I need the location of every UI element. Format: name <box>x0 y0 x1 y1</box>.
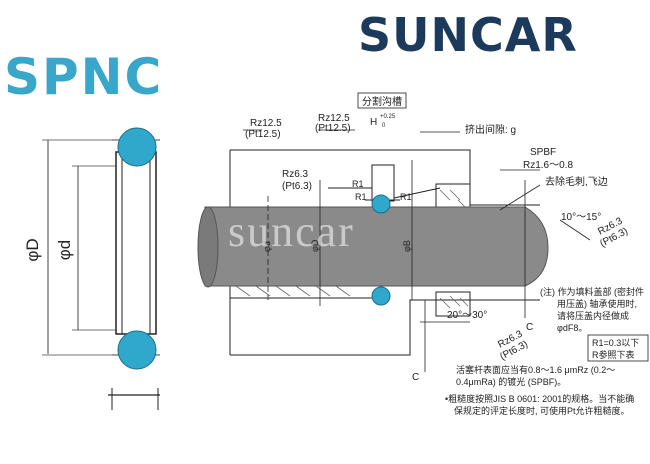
groove-title-box <box>357 92 407 109</box>
dim-outer-label: φD <box>23 238 42 261</box>
watermark: suncar <box>228 207 355 256</box>
seal-body <box>115 151 157 335</box>
r1-label-b: R1 <box>355 192 367 202</box>
dim-B-rod: φB <box>402 240 412 252</box>
angle-bottom: 20°～30° <box>447 310 487 321</box>
spbf-label: SPBF <box>530 147 556 158</box>
rz-top-1: Rz12.5 <box>250 118 282 129</box>
dim-c-2: C <box>412 372 419 383</box>
rz-spbf: Rz1.6～0.8 <box>523 160 573 171</box>
o-ring-top <box>117 127 157 167</box>
note-line-d: φdF8。 <box>557 323 587 333</box>
dim-D-rod: φD <box>310 239 320 252</box>
r-note-1: R1=0.3以下 <box>592 338 639 348</box>
h-tol-lower: 0 <box>382 123 386 129</box>
pt-top-2: (Pt12.5) <box>315 123 351 134</box>
dim-d-rod: φd <box>262 241 272 252</box>
bottom-note-3: •粗糙度按照JIS B 0601: 2001的规格。当不能确 <box>445 393 634 404</box>
r1-label-c: R1 <box>400 192 412 202</box>
brand-name: SUNCAR <box>358 8 578 62</box>
left-section-drawing: φD φd <box>23 127 160 410</box>
rz-mid: Rz6.3 <box>282 169 309 180</box>
pt-top-1: (Pt12.5) <box>245 129 281 140</box>
piston-rod <box>204 206 549 287</box>
note-line-c: 请将压盖内径做成 <box>557 310 629 321</box>
note-line-a: (注) 作为填料盖部 (密封件 <box>540 286 644 297</box>
brand-logo: SUNCAR <box>358 12 578 58</box>
bottom-note-1: 活塞杆表面应当有0.8～1.6 μmRz (0.2～ <box>456 364 615 375</box>
r-note-2: R参照下表 <box>592 349 635 360</box>
extrusion-gap-label: 挤出间隙: g <box>465 123 516 136</box>
bottom-note-4: 保规定的评定长度时, 可使用Pt允许粗糙度。 <box>454 405 630 416</box>
o-ring-lower <box>371 286 391 306</box>
groove-title: 分割沟槽 <box>362 95 402 108</box>
note-line-b: 用压盖) 轴承使用时, <box>557 298 637 309</box>
rz-top-2: Rz12.5 <box>318 113 350 124</box>
dim-c-1: C <box>526 322 533 333</box>
angle-chamfer: 10°～15° <box>561 212 601 223</box>
h-tol-upper: +0.25 <box>380 114 396 120</box>
pt-mid: (Pt6.3) <box>282 181 312 192</box>
model-code: SPNC <box>4 48 164 106</box>
deburr-label: 去除毛刺,飞边 <box>545 175 608 188</box>
dim-inner-label: φd <box>55 240 74 260</box>
r1-label-a: R1 <box>352 179 364 189</box>
o-ring-bottom <box>117 330 157 370</box>
o-ring-upper <box>371 194 391 214</box>
h-tolerance: H <box>370 117 377 128</box>
bottom-note-2: 0.4μmRa) 的镀光 (SPBF)。 <box>456 376 566 387</box>
